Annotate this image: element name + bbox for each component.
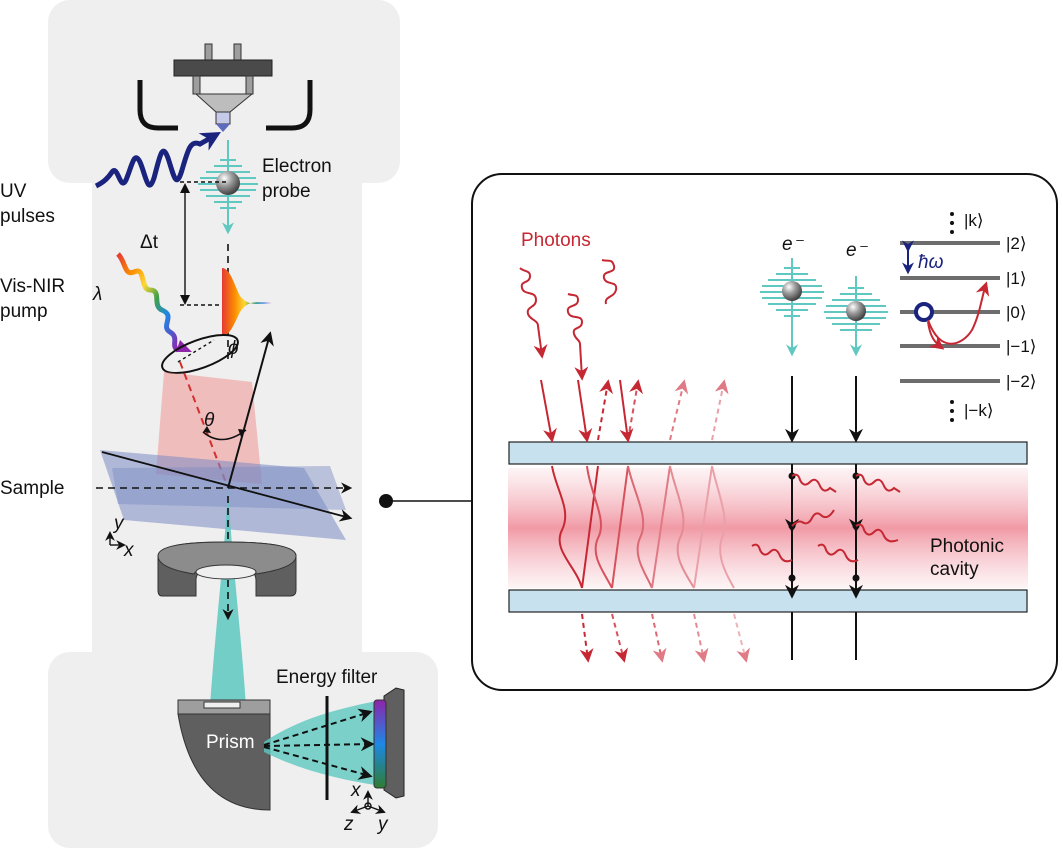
pump-rainbow-wave [116,252,180,353]
label-cavity-line2: cavity [930,559,979,580]
label-electron-2: e⁻ [846,240,869,261]
label-lambda: λ [92,284,102,305]
inset-electron-1 [782,281,802,301]
filter-axes-icon [350,790,386,814]
label-phi: ϕ [228,338,239,359]
delay-marker [180,181,228,306]
pump-plane [156,372,262,484]
label-electron-line1: Electron [262,156,332,177]
inset-electron-2 [846,301,866,321]
label-sample: Sample [0,478,64,499]
label-axis-y-filter: y [376,814,389,835]
electron-gun-icon [137,43,313,132]
level-k: |k⟩ [964,211,984,230]
mirror-bottom [508,589,1028,613]
label-delta-t: Δt [140,232,159,253]
level-1: |1⟩ [1006,269,1027,288]
label-axis-x-filter: x [350,780,362,801]
inset-electron-paths [785,376,863,660]
polarization-ellipse [161,334,239,374]
label-uv-line1: UV [0,181,27,202]
sample-plane [100,450,346,540]
label-electron-line2: probe [262,181,311,202]
magnetic-lens-icon [157,541,297,597]
label-pump-line2: pump [0,301,48,322]
level-0: |0⟩ [1006,303,1027,322]
label-axis-z-filter: z [343,814,354,835]
incoming-photons [519,259,618,381]
mirror-top [508,441,1028,465]
level-2: |2⟩ [1006,234,1027,253]
label-cavity-line1: Photonic [930,536,1004,557]
detector-screen-icon [373,687,405,799]
prism-icon [177,699,271,811]
label-theta: θ [204,410,215,431]
label-hbar-omega: ħω [918,252,944,273]
dispersed-beam [264,700,382,786]
level-minus-2: |−2⟩ [1006,372,1036,391]
inset-connector-dot [379,494,393,508]
cavity-photon-paths [540,379,750,663]
energy-ladder [900,212,1000,422]
uv-pulse-wave [94,132,221,189]
electron-ball [216,171,240,195]
label-photons: Photons [521,230,591,251]
level-minus-1: |−1⟩ [1006,337,1036,356]
label-axis-y-sample: y [112,513,125,534]
label-energy-filter: Energy filter [276,667,378,688]
pump-pulse-shape [222,268,272,336]
label-prism: Prism [206,732,255,753]
ladder-state-circle [914,302,934,322]
label-pump-line1: Vis-NIR [0,276,65,297]
label-electron-1: e⁻ [782,234,805,255]
level-minus-k: |−k⟩ [964,401,993,420]
label-axis-x-sample: x [123,540,135,561]
emitted-photons [751,473,901,563]
label-uv-line2: pulses [0,206,55,227]
sample-axes-icon [105,531,126,550]
